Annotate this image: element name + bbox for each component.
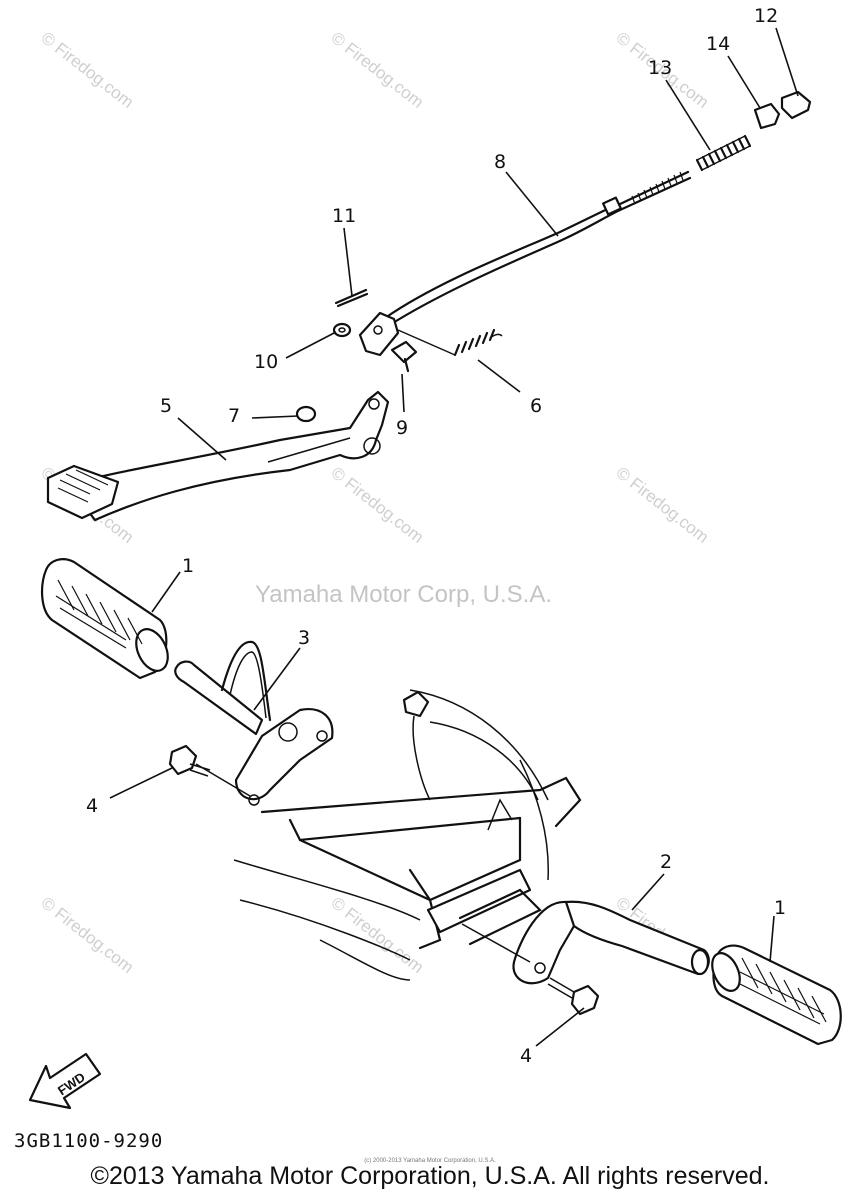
callout-1-right: 1 [774, 897, 786, 919]
adjuster-nut-part [753, 102, 781, 130]
assembly-lines [195, 763, 531, 963]
callout-8: 8 [494, 151, 506, 173]
part-code: 3GB1100-9290 [14, 1130, 164, 1152]
callout-14: 14 [706, 33, 730, 55]
brake-pedal [46, 390, 390, 522]
callout-4-right: 4 [520, 1045, 532, 1067]
callout-3: 3 [298, 627, 310, 649]
wing-nut-part [780, 90, 812, 120]
copyright-footer: ©2013 Yamaha Motor Corporation, U.S.A. A… [90, 1162, 770, 1190]
watermark-5: © Firedog.com [328, 463, 428, 547]
callout-12: 12 [754, 5, 778, 27]
callout-10: 10 [254, 351, 278, 373]
small-notice: (c) 2000-2013 Yamaha Motor Corporation, … [364, 1158, 496, 1164]
callout-2: 2 [660, 851, 672, 873]
footrest-left-bracket [174, 640, 334, 806]
brake-cable [383, 170, 692, 328]
callout-7: 7 [228, 405, 240, 427]
footrest-rubber-left [40, 558, 169, 680]
clevis-assembly [332, 288, 503, 373]
callout-11: 11 [332, 205, 356, 227]
watermark-8: © Firedog.com [328, 893, 428, 977]
footrest-right-bracket [512, 900, 710, 985]
callout-6: 6 [530, 395, 542, 417]
watermark-2: © Firedog.com [328, 28, 428, 112]
leader-lines [109, 27, 799, 1047]
fwd-arrow-icon: FWD [28, 1052, 102, 1110]
frame-outline [233, 689, 582, 981]
watermark-6: © Firedog.com [613, 463, 713, 547]
rod-spring [695, 134, 752, 172]
callout-4-left: 4 [86, 795, 98, 817]
bolt-left [168, 744, 211, 777]
center-watermark: Yamaha Motor Corp, U.S.A. [255, 581, 552, 608]
watermark-7: © Firedog.com [38, 893, 138, 977]
callout-numbers: 12 14 13 8 11 10 6 9 7 5 1 3 4 2 1 4 [86, 5, 786, 1067]
callout-5: 5 [160, 395, 172, 417]
bolt-right [547, 977, 600, 1016]
callout-13: 13 [648, 57, 672, 79]
callout-1-left: 1 [182, 555, 194, 577]
footrest-rubber-right [711, 944, 842, 1046]
watermark-1: © Firedog.com [38, 28, 138, 112]
callout-9: 9 [396, 417, 408, 439]
